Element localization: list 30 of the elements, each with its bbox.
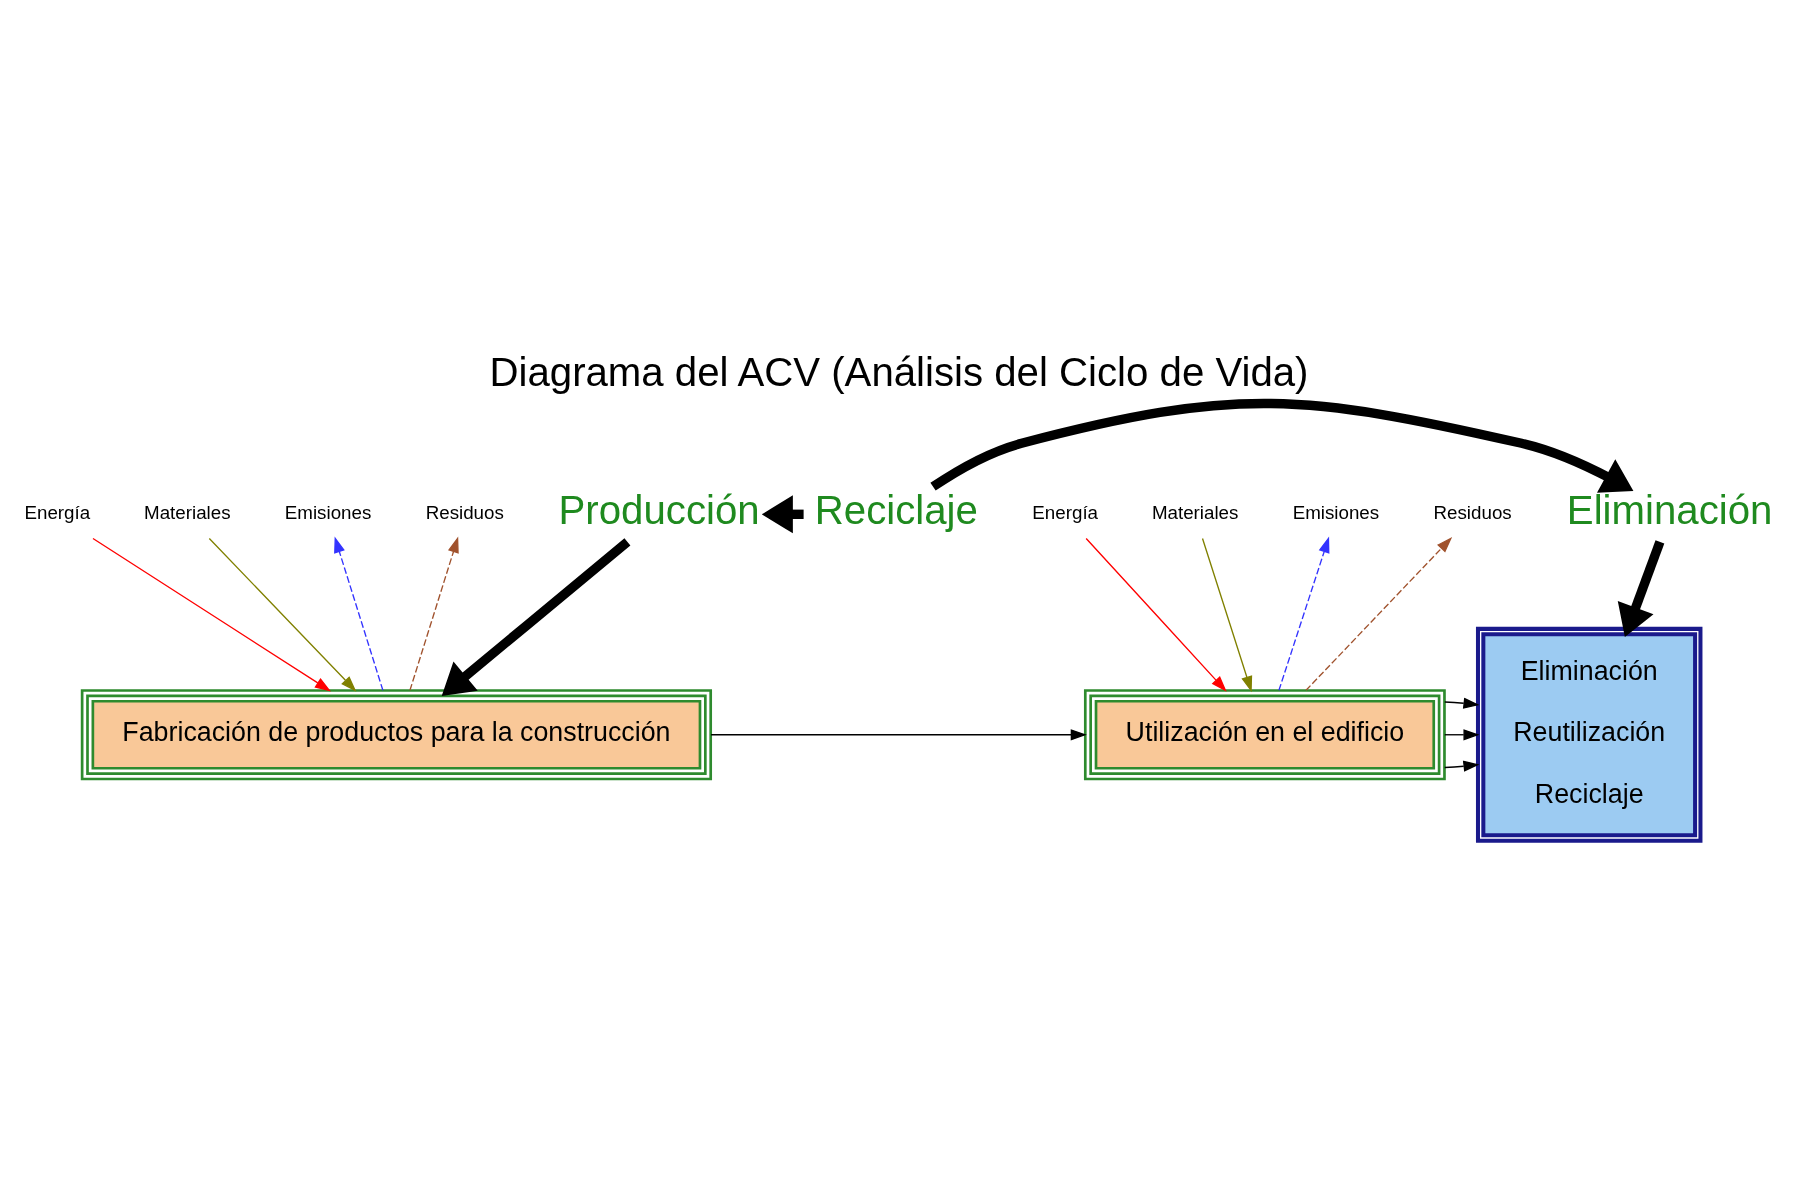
arrow <box>208 537 357 692</box>
node-text: Residuos <box>1433 502 1512 524</box>
node-text: Reciclaje <box>814 488 978 534</box>
node-text: Residuos <box>425 502 504 524</box>
node-text: Energía <box>24 502 91 524</box>
arrow <box>1305 537 1453 691</box>
arrow <box>1278 536 1330 691</box>
arrow <box>1444 729 1480 741</box>
node-text: Energía <box>1032 502 1099 524</box>
arrow <box>1201 537 1253 693</box>
node-text: Eliminación <box>1566 488 1773 534</box>
node-text: Materiales <box>1151 502 1239 524</box>
diagram-title: Diagrama del ACV (Análisis del Ciclo de Vida) <box>489 349 1309 395</box>
node-box: Utilización en el edificio <box>1083 689 1446 781</box>
node-text: Materiales <box>144 502 231 524</box>
arrow <box>1444 697 1480 709</box>
node-text: Emisiones <box>1292 502 1380 524</box>
arrow <box>334 536 384 691</box>
arrow <box>409 536 459 691</box>
node-box: Eliminación Reutilización Reciclaje <box>1475 626 1703 843</box>
arrow <box>1617 540 1665 637</box>
arrow <box>710 729 1087 741</box>
arrow <box>92 537 331 692</box>
arrow <box>441 538 631 696</box>
node-box: Fabricación de productos para la construcción <box>80 689 713 781</box>
arrow <box>930 398 1634 493</box>
node-text: Emisiones <box>284 502 372 524</box>
node-text: Producción <box>558 488 760 534</box>
arrow <box>1444 760 1480 772</box>
arrow <box>1085 537 1227 692</box>
